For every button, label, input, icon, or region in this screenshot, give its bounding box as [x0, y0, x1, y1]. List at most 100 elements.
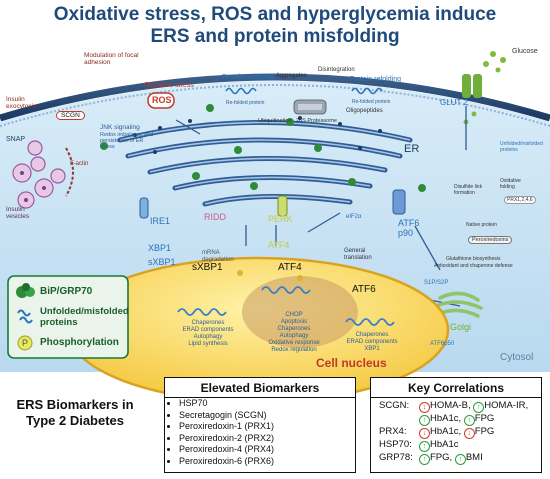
correlation-marker-name: PRX4:: [379, 426, 407, 437]
figure-title-line-2: ERS and protein misfolding: [150, 26, 400, 47]
key-correlations-box: Key Correlations SCGN:↓HOMA-B, ↑HOMA-IR,…: [370, 377, 542, 473]
perk-sensor: [277, 195, 288, 217]
refolded-protein-right-label: Re-folded protein: [352, 99, 391, 105]
arrow-up-icon: ↑: [419, 454, 430, 465]
sxbp1-target-item: Lipid synthesis: [188, 341, 228, 347]
correlation-marker-name: HSP70:: [379, 439, 412, 450]
refolded-protein-left-label: Re-folded protein: [226, 100, 265, 106]
insulin-vesicles-label: Insulin vesicles: [6, 206, 30, 220]
glut2-label: GLUT 2: [440, 98, 468, 107]
disulfide-label: Disulfide link formation: [454, 184, 483, 196]
sxbp1-target-item: Autophagy: [193, 334, 223, 340]
correlation-measure: FPG: [474, 426, 495, 437]
cell-nucleus-label: Cell nucleus: [316, 356, 387, 370]
atf4-target-item: Autophagy: [279, 333, 309, 339]
nucleus-sxbp1-label: sXBP1: [192, 262, 223, 273]
eif2a-label: eIF2α: [346, 214, 362, 220]
snap-label: SNAP: [6, 136, 26, 143]
golgi-label: Golgi: [450, 322, 472, 332]
nucleus-atf6-label: ATF6: [352, 284, 376, 295]
arrow-up-icon: ↑: [419, 415, 430, 426]
glucose-label: Glucose: [512, 48, 538, 55]
glut2-transporter: [462, 74, 482, 98]
atf6-target-item: XBP1: [364, 346, 380, 352]
f-actin-label: F-actin: [70, 161, 89, 167]
jnk-sub-label: Redox imbalance and persistence of ER st…: [100, 132, 154, 150]
atf6-sensor: [392, 189, 406, 215]
xbp1-label: XBP1: [148, 243, 172, 253]
oligopeptides-label: Oligopeptides: [346, 108, 383, 114]
correlation-row: SCGN:↓HOMA-B, ↑HOMA-IR,: [371, 400, 541, 413]
peroxiredoxins-label: Peroxiredoxins: [468, 236, 513, 244]
native-protein-label: Native protein: [466, 222, 497, 228]
cell-membrane: [0, 73, 550, 122]
legend-box: [7, 275, 129, 359]
jnk-label: JNK signaling: [100, 124, 140, 131]
biomarker-item: Peroxiredoxin-4 (PRX4): [179, 444, 355, 456]
ros-label: ROS: [152, 95, 172, 105]
correlation-row: ↑HbA1c, ↑FPG: [371, 413, 541, 426]
perk-label: PERK: [268, 214, 293, 224]
atf4-label: ATF4: [268, 240, 290, 250]
atf4-target-item: Apoptosis: [280, 319, 308, 325]
sxbp1-target-item: ERAD components: [182, 327, 234, 333]
scgn-label: SCGN: [56, 111, 85, 120]
correlation-marker-name: SCGN:: [379, 400, 410, 411]
atf6-p90-label: ATF6 p90: [398, 218, 420, 238]
arrow-up-icon: ↑: [463, 415, 475, 426]
arrow-up-icon: ↑: [473, 402, 485, 413]
key-correlations-title: Key Correlations: [407, 381, 505, 395]
cytosol-label: Cytosol: [500, 352, 534, 363]
correlation-measure: HbA1c,: [430, 426, 464, 437]
antioxidant-label: Antioxidant and chaperone defense: [434, 263, 513, 269]
correlation-measure: FPG,: [430, 452, 455, 463]
atf6-target-item: Chaperones: [355, 332, 389, 338]
atf6-p50-label: ATF6p50: [430, 341, 455, 347]
legend-phosphorylation-label: Phosphorylation: [40, 337, 119, 348]
arrow-down-icon: ↓: [419, 402, 430, 413]
atf4-target-item: Chaperones: [277, 326, 311, 332]
nucleus-atf4-label: ATF4: [278, 262, 302, 273]
ridd-label: RIDD: [204, 212, 226, 222]
atf4-target-item: CHOP: [285, 312, 303, 318]
atf6-target-item: ERAD components: [346, 339, 398, 345]
biomarker-list: HSP70Secretagogin (SCGN)Peroxiredoxin-1 …: [165, 398, 355, 467]
ire1-label: IRE1: [150, 216, 171, 226]
ers-biomarkers-heading: ERS Biomarkers in Type 2 Diabetes: [16, 397, 134, 428]
glucose-molecules: [463, 51, 506, 125]
oxidative-stress-label: Oxidative stress: [144, 82, 194, 89]
oxidative-folding-label: Oxidative folding: [500, 178, 521, 190]
arrow-up-icon: ↑: [454, 454, 466, 465]
phosphorylation-icon: P: [17, 335, 33, 351]
correlation-row: PRX4:↓HbA1c, ↓FPG: [371, 426, 541, 439]
proteasome-label: 26S Proteasome: [296, 118, 337, 124]
protein-refolding-right-label: Protein refolding: [350, 76, 401, 83]
protein-refolding-left-label: Protein refolding: [222, 74, 273, 81]
correlation-measure: HbA1c,: [430, 413, 464, 424]
atf4-target-item: Oxidative response: [268, 340, 320, 346]
biomarker-item: Peroxiredoxin-6 (PRX6): [179, 456, 355, 468]
proteasome-barrel: [293, 99, 327, 115]
correlation-list: SCGN:↓HOMA-B, ↑HOMA-IR, ↑HbA1c, ↑FPG PRX…: [371, 400, 541, 465]
biomarker-item: Peroxiredoxin-1 (PRX1): [179, 421, 355, 433]
arrow-down-icon: ↓: [419, 428, 430, 439]
s1p-s2p-label: S1P/S2P: [424, 280, 449, 286]
arrow-down-icon: ↓: [463, 428, 475, 439]
misfolded-protein-icon: [17, 309, 33, 324]
figure-title-line-1: Oxidative stress, ROS and hyperglycemia …: [53, 4, 497, 25]
correlation-measure: BMI: [465, 452, 483, 463]
correlation-row: GRP78:↑FPG, ↑BMI: [371, 452, 541, 465]
general-translation-label: General translation: [344, 248, 372, 261]
correlation-row: HSP70:↑HbA1c: [371, 439, 541, 452]
correlation-marker-name: GRP78:: [379, 452, 413, 463]
correlation-measure: FPG: [474, 413, 495, 424]
atf4-target-item: Redox regulation: [271, 347, 317, 353]
biomarker-item: Peroxiredoxin-2 (PRX2): [179, 433, 355, 445]
svg-text:P: P: [22, 338, 28, 348]
glutathione-label: Glutathione biosynthesis: [446, 256, 501, 262]
